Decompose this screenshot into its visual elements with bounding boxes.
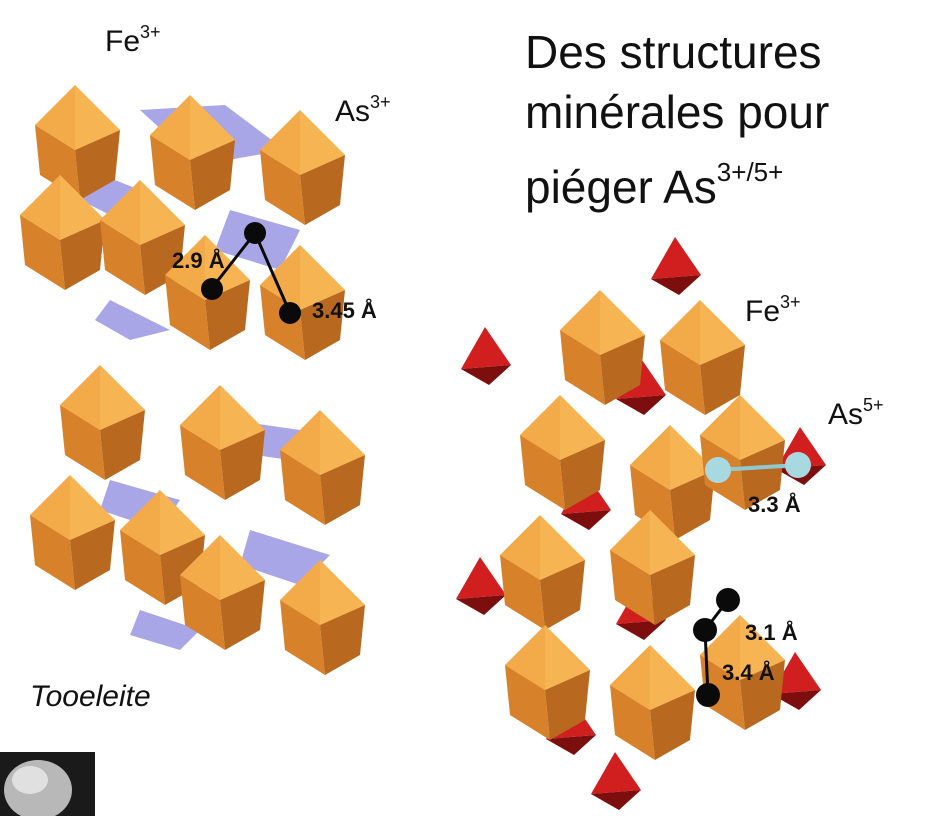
left-fe-label: Fe3+ xyxy=(105,22,161,58)
title-line-2: minérales pour xyxy=(525,86,830,138)
title-line-3: piéger As3+/5+ xyxy=(525,157,784,213)
right-distance-3: 3.4 Å xyxy=(722,660,775,685)
left-as-label: As3+ xyxy=(335,92,391,128)
arsenic-atom xyxy=(244,222,266,244)
arsenic-atom xyxy=(201,278,223,300)
left-distance-2: 3.45 Å xyxy=(312,298,377,323)
right-distance-2: 3.1 Å xyxy=(745,620,798,645)
arsenic-atom xyxy=(696,683,720,707)
left-atoms xyxy=(201,222,301,324)
arsenic-atom-light xyxy=(785,452,811,478)
tooeleite-structure-bottom xyxy=(30,365,365,675)
title-line-1: Des structures xyxy=(525,26,822,78)
arsenic-atom xyxy=(279,302,301,324)
arsenic-atom xyxy=(716,588,740,612)
right-distance-1: 3.3 Å xyxy=(748,492,801,517)
left-distance-1: 2.9 Å xyxy=(172,248,225,273)
slide-title: Des structures minérales pour piéger As3… xyxy=(525,22,829,217)
arsenic-atom xyxy=(693,618,717,642)
right-as-label: As5+ xyxy=(828,395,884,431)
right-atoms xyxy=(693,452,811,707)
mineral-photo xyxy=(0,752,95,816)
right-fe-label: Fe3+ xyxy=(745,292,801,328)
arsenic-atom-light xyxy=(705,457,731,483)
mineral-name: Tooeleite xyxy=(30,680,151,713)
